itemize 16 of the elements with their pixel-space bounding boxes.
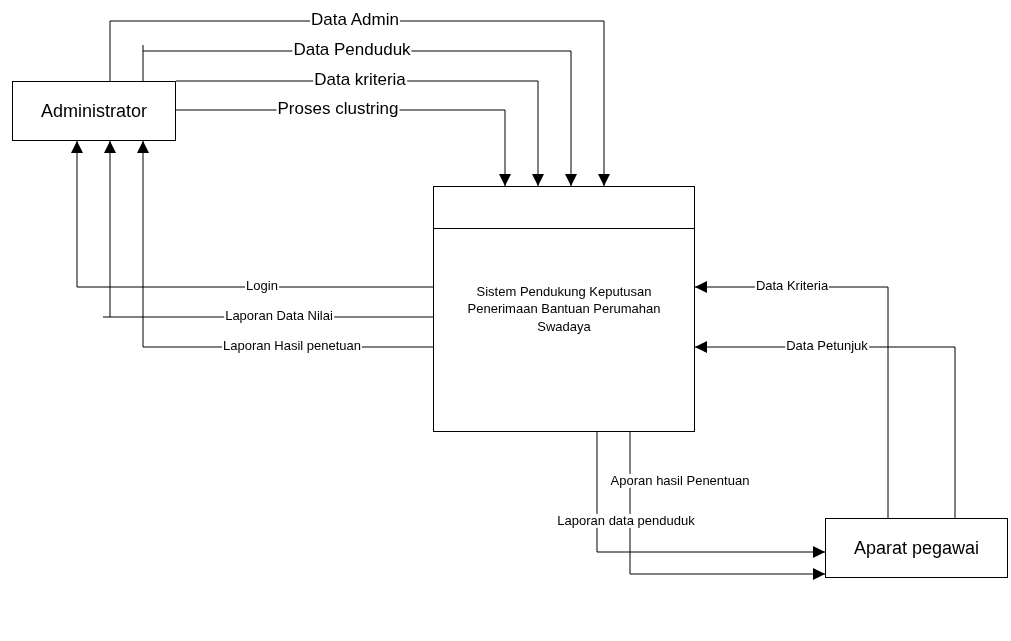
- arrow: [596, 431, 826, 558]
- edge-label: Laporan Hasil penetuan: [221, 338, 363, 354]
- edge-label: Laporan Data Nilai: [224, 308, 334, 324]
- process-box: [433, 186, 695, 432]
- node-label: Aparat pegawai: [853, 536, 980, 560]
- node-label: Sistem Pendukung Keputusan Penerimaan Bantuan Perumahan Swadaya: [466, 282, 662, 336]
- edge-label: Data Petunjuk: [785, 338, 869, 354]
- arrow: [71, 140, 434, 288]
- entity-box: [825, 518, 1008, 578]
- edge-label: Proses clustring: [276, 99, 400, 119]
- edge-label: Laporan data penduduk: [556, 513, 696, 529]
- edge-label: Aporan hasil Penentuan: [609, 473, 751, 489]
- arrow: [629, 431, 826, 580]
- node-label: Administrator: [41, 99, 147, 123]
- edge-label: Login: [245, 278, 279, 294]
- entity-box: [12, 81, 176, 141]
